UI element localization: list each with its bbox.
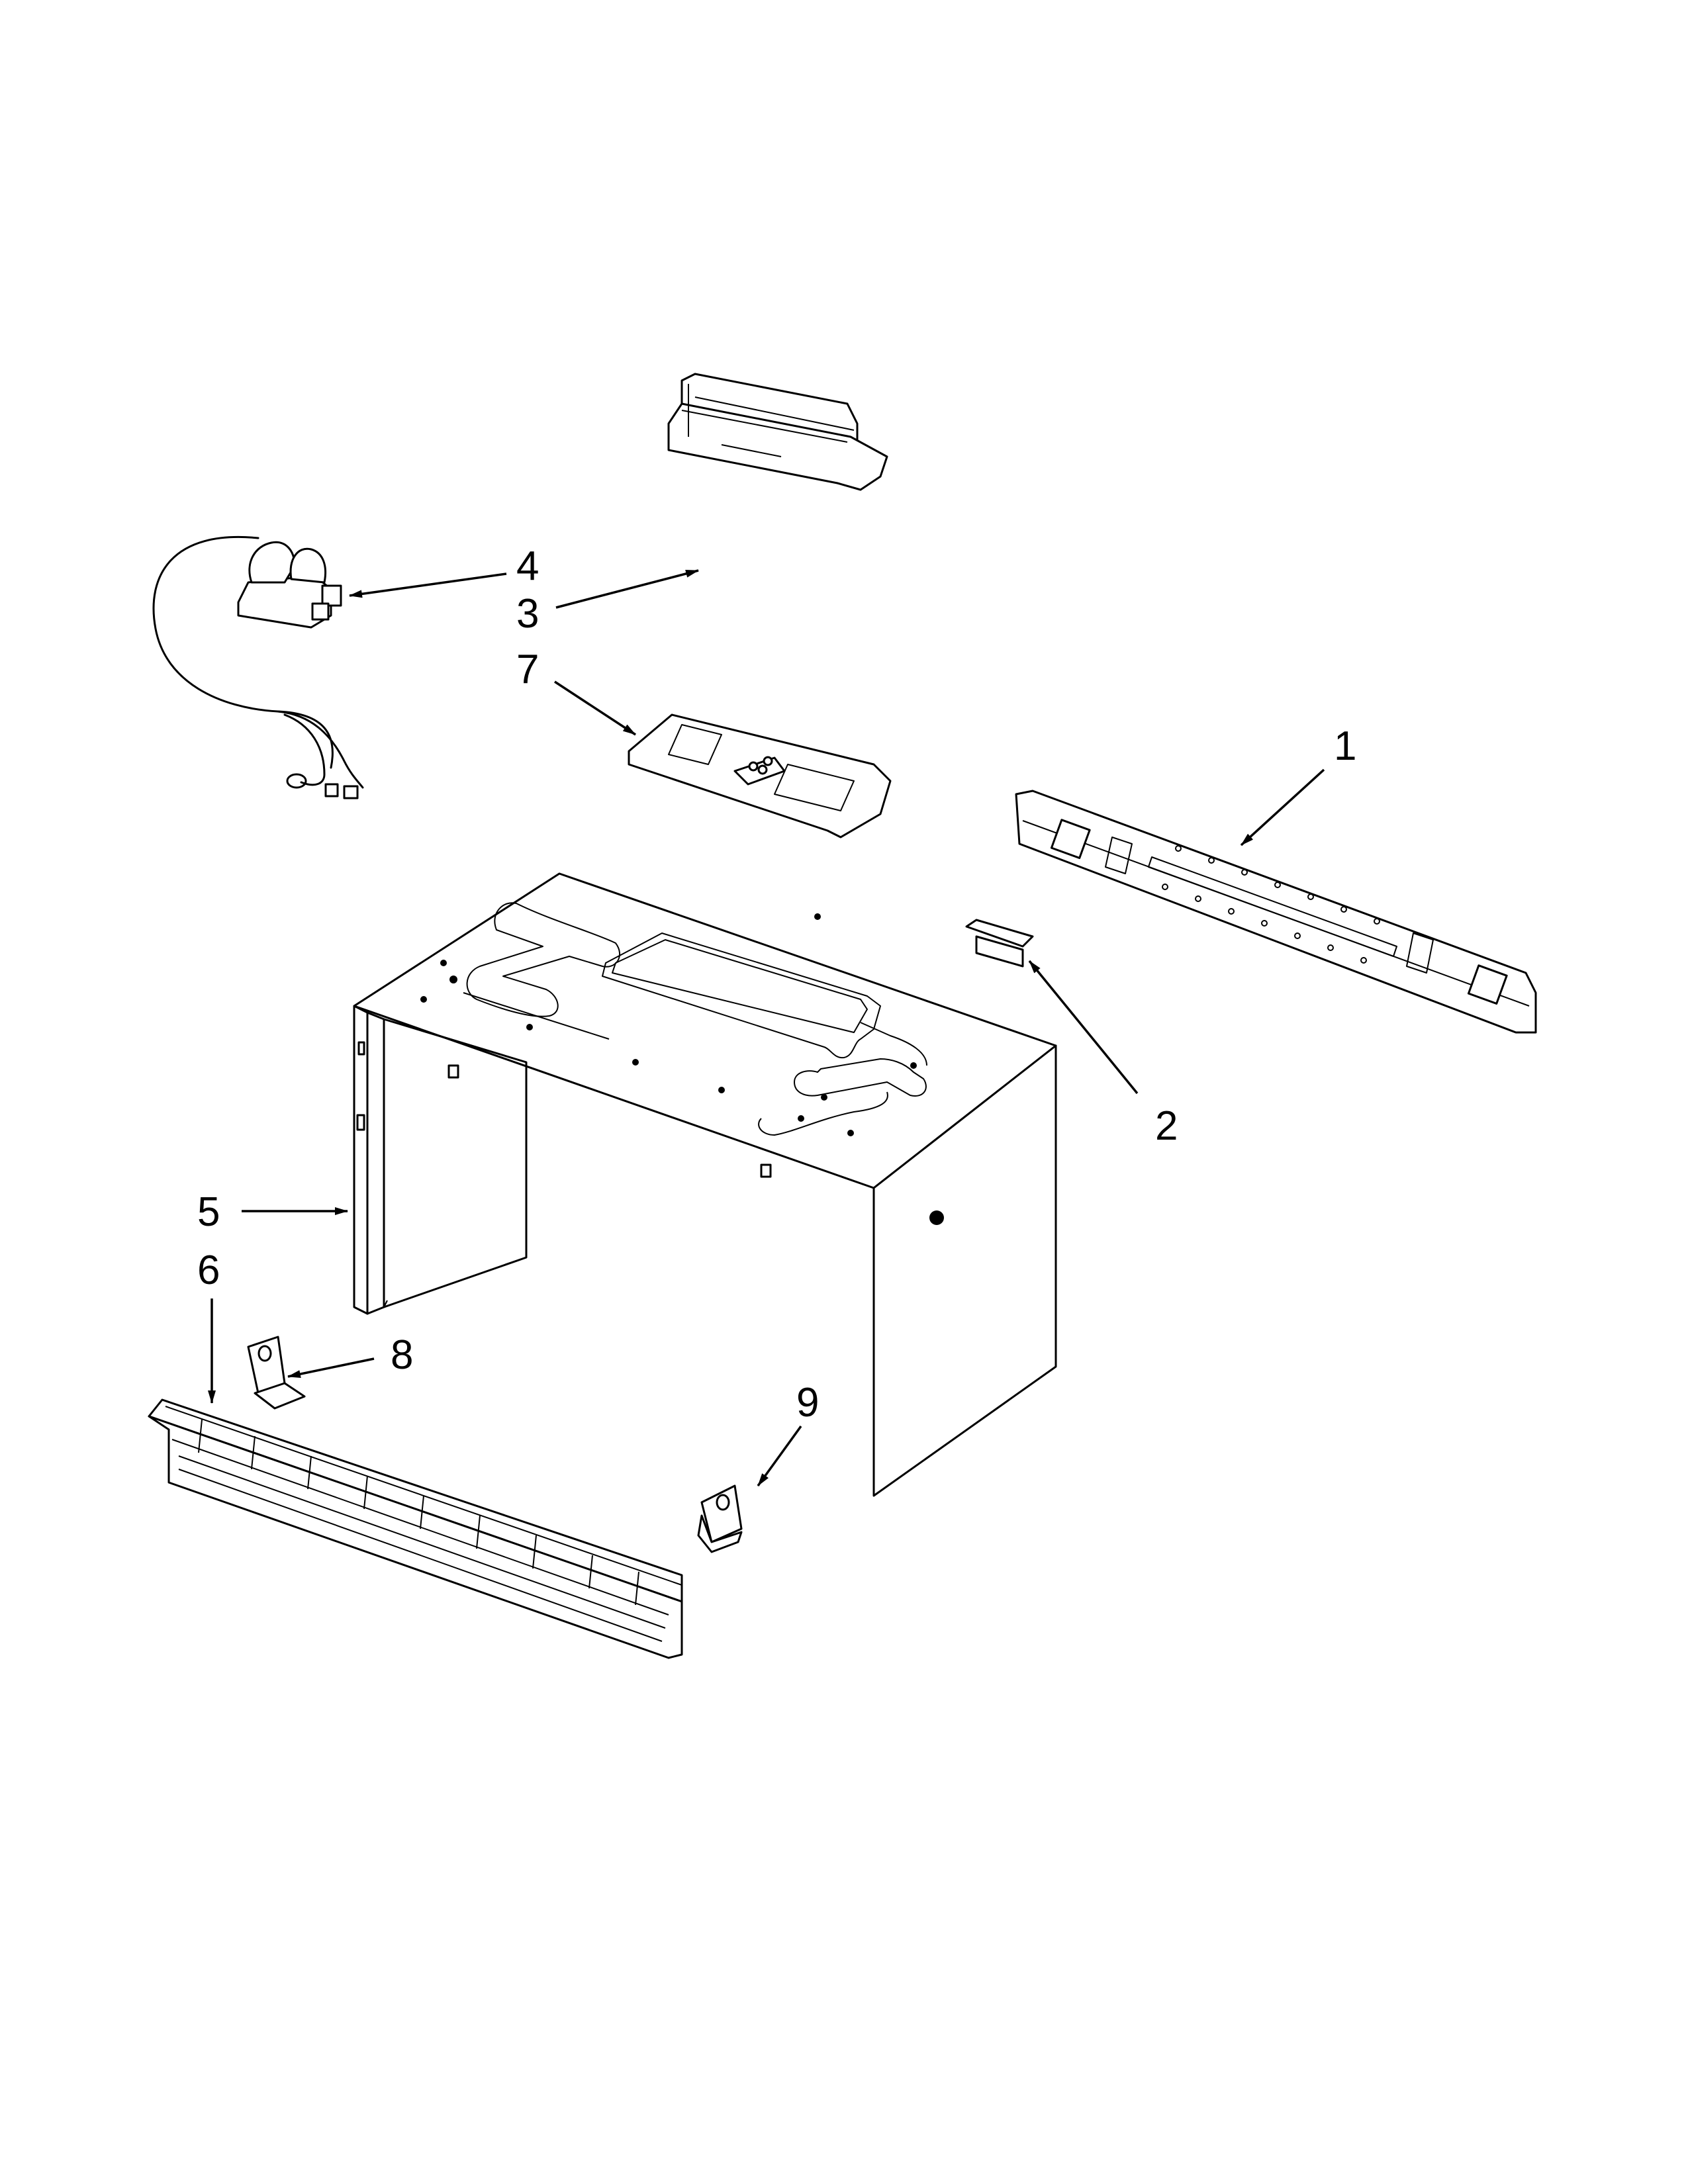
leader-arrow-4 bbox=[349, 572, 507, 598]
callout-4: 4 bbox=[516, 543, 539, 589]
leader-arrow-1 bbox=[1240, 768, 1325, 846]
leader-arrow-8 bbox=[287, 1357, 375, 1379]
part-bracket-left bbox=[247, 1336, 306, 1410]
part-mounting-rail bbox=[1015, 790, 1537, 1034]
part-cabinet-wrapper bbox=[353, 872, 1057, 1497]
callout-1: 1 bbox=[1334, 723, 1356, 769]
leader-arrow-9 bbox=[757, 1425, 802, 1487]
leader-arrows bbox=[208, 569, 1325, 1487]
part-power-cord bbox=[152, 536, 364, 799]
callout-9: 9 bbox=[796, 1380, 819, 1426]
callout-3: 3 bbox=[516, 591, 539, 637]
rail-holes bbox=[1162, 845, 1380, 964]
callout-8: 8 bbox=[391, 1332, 413, 1378]
callout-7: 7 bbox=[516, 647, 539, 692]
part-vent-grille bbox=[148, 1398, 683, 1659]
callout-5: 5 bbox=[197, 1189, 220, 1235]
part-small-bracket bbox=[965, 919, 1034, 968]
callout-6: 6 bbox=[197, 1248, 220, 1293]
part-bracket-right bbox=[697, 1484, 743, 1553]
callout-2: 2 bbox=[1155, 1103, 1178, 1149]
leader-arrow-3 bbox=[555, 569, 699, 609]
part-mounting-plate bbox=[628, 713, 892, 839]
part-control-panel bbox=[667, 373, 888, 491]
leader-arrow-2 bbox=[1028, 960, 1139, 1095]
leader-arrow-7 bbox=[554, 680, 636, 736]
callout-labels: 1 2 3 4 5 6 7 8 9 bbox=[197, 543, 1356, 1426]
